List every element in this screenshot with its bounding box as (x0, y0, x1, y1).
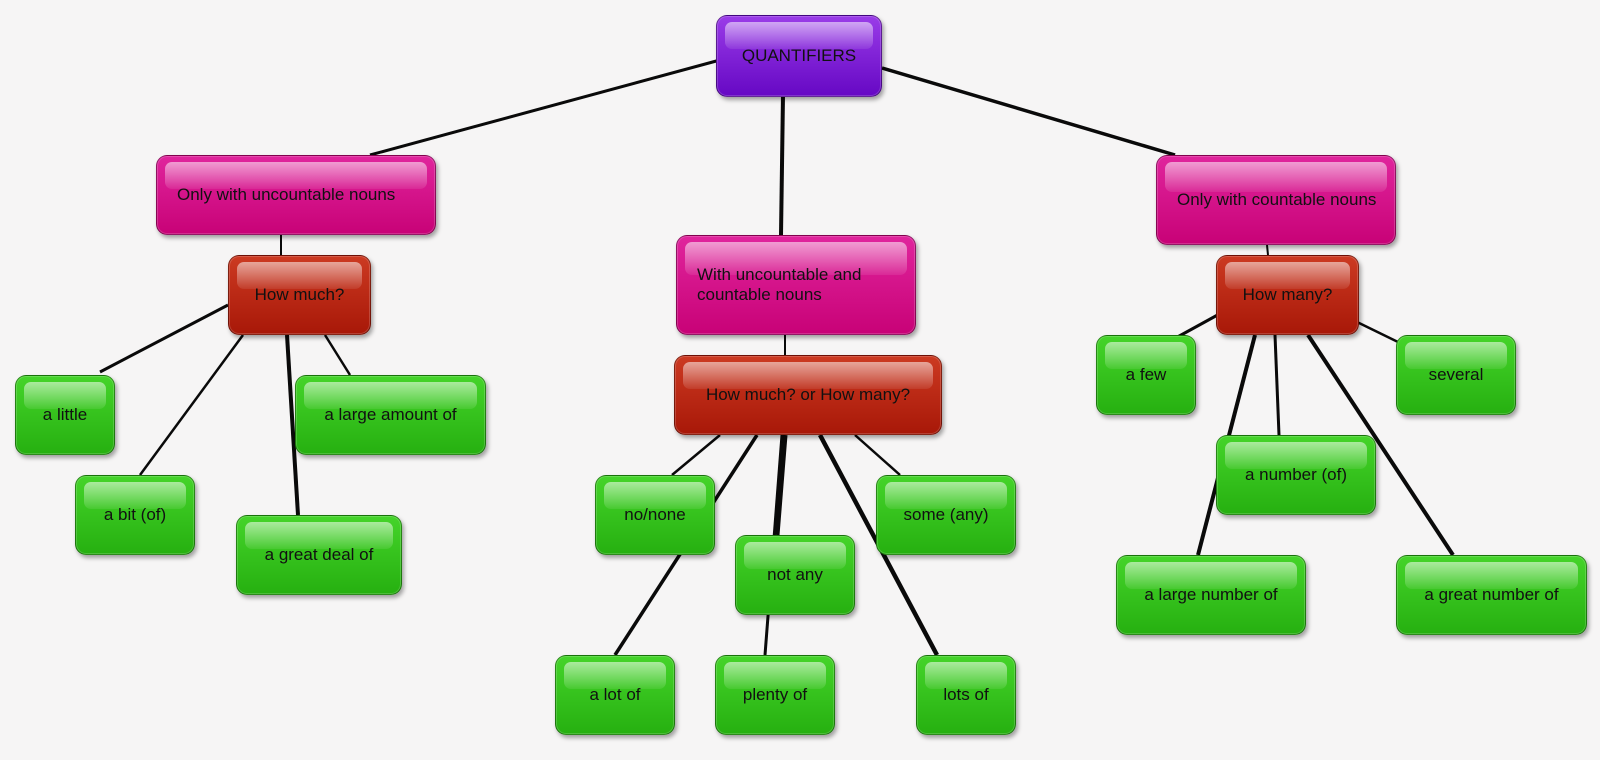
item-node-a-lot-of: a lot of (555, 655, 675, 735)
item-node-some-any: some (any) (876, 475, 1016, 555)
item-label: a lot of (589, 685, 641, 704)
question-label: How much? or How many? (705, 385, 911, 404)
connector-line (779, 94, 785, 236)
item-label: a great number of (1424, 585, 1559, 604)
item-label: a great deal of (264, 545, 374, 564)
item-node-no-none: no/none (595, 475, 715, 555)
item-label: a large amount of (324, 405, 457, 424)
category-label: Only with countable nouns (1177, 190, 1377, 209)
connector-line (854, 434, 901, 476)
item-node-lots-of: lots of (916, 655, 1016, 735)
item-label: not any (767, 565, 823, 584)
item-label: some (any) (903, 505, 989, 524)
question-label: How much? (254, 285, 345, 304)
item-label: a large number of (1144, 585, 1278, 604)
connector-line (285, 334, 300, 516)
item-label: lots of (943, 685, 989, 704)
item-node-not-any: not any (735, 535, 855, 615)
category-both-node: With uncountable and countable nouns (676, 235, 916, 335)
item-node-a-great-number-of: a great number of (1396, 555, 1587, 635)
question-how-many-node: How many? (1216, 255, 1359, 335)
question-how-much-node: How much? (228, 255, 371, 335)
item-node-a-few: a few (1096, 335, 1196, 415)
item-node-a-little: a little (15, 375, 115, 455)
question-label: How many? (1242, 285, 1333, 304)
root-node-label: QUANTIFIERS (741, 46, 857, 65)
question-how-much-or-many-node: How much? or How many? (674, 355, 942, 435)
category-label: With uncountable and countable nouns (697, 265, 862, 304)
item-label: a bit (of) (103, 505, 167, 524)
item-node-a-number-of: a number (of) (1216, 435, 1376, 515)
item-label: a little (42, 405, 88, 424)
connector-line (881, 66, 1176, 157)
category-countable-node: Only with countable nouns (1156, 155, 1396, 245)
item-label: a number (of) (1244, 465, 1348, 484)
item-node-several: several (1396, 335, 1516, 415)
root-node-quantifiers: QUANTIFIERS (716, 15, 882, 97)
connector-line (774, 434, 788, 536)
item-node-a-large-number-of: a large number of (1116, 555, 1306, 635)
connector-line (1306, 333, 1455, 557)
item-node-a-great-deal-of: a great deal of (236, 515, 402, 595)
connector-line (99, 303, 229, 374)
category-label: Only with uncountable nouns (177, 185, 396, 204)
category-uncountable-node: Only with uncountable nouns (156, 155, 436, 235)
item-node-plenty-of: plenty of (715, 655, 835, 735)
connector-line (323, 334, 352, 376)
item-label: no/none (624, 505, 686, 524)
connector-line (671, 434, 721, 476)
connector-line (369, 58, 721, 157)
item-label: plenty of (742, 685, 808, 704)
item-label: a few (1125, 365, 1167, 384)
item-node-a-large-amount-of: a large amount of (295, 375, 486, 455)
item-label: several (1428, 365, 1484, 384)
connector-line (1356, 320, 1399, 344)
connector-line (138, 334, 245, 476)
item-node-a-bit-of: a bit (of) (75, 475, 195, 555)
connector-line (1273, 334, 1281, 436)
connector-line (1266, 244, 1269, 256)
